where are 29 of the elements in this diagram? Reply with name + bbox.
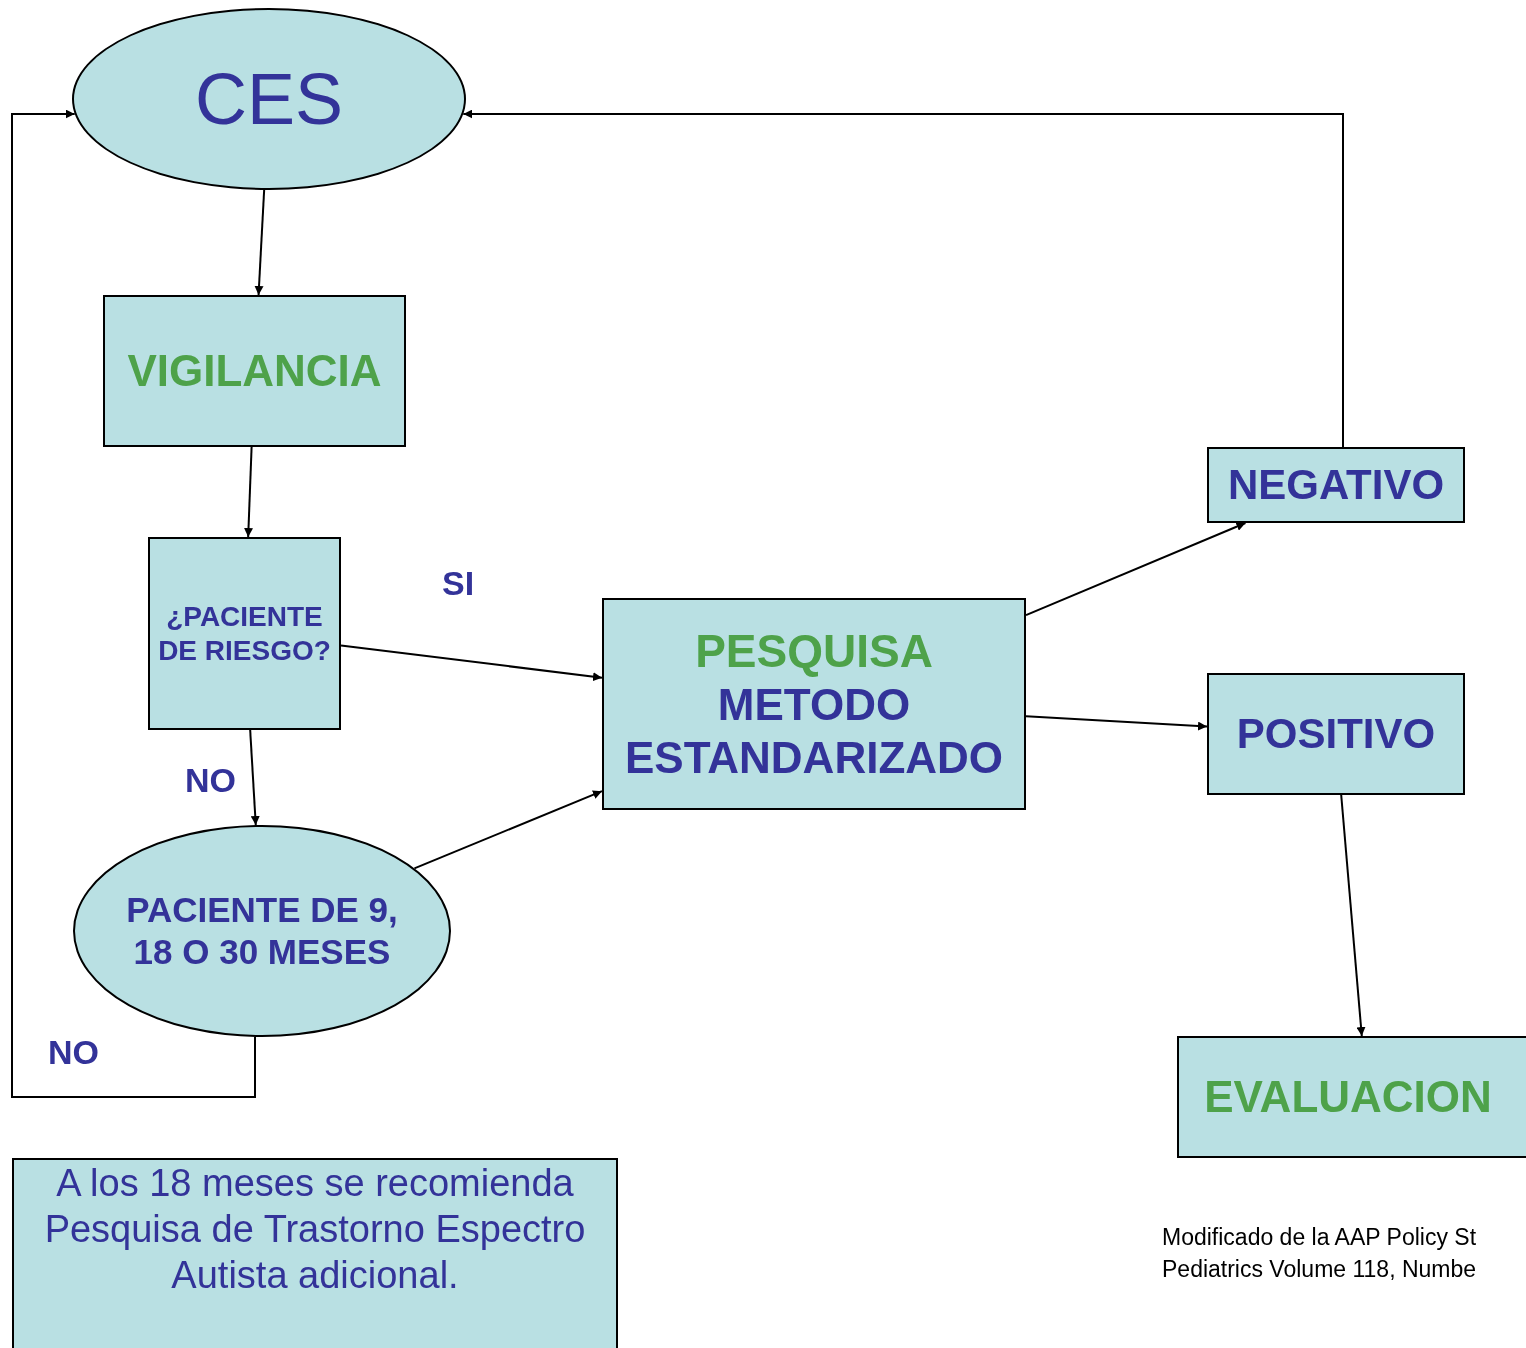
arrow	[1025, 715, 1208, 731]
node-text: METODO ESTANDARIZADO	[623, 678, 1005, 784]
arrow	[244, 446, 253, 538]
source-note: Pediatrics Volume 118, Numbe	[1162, 1255, 1477, 1284]
node-text: ¿PACIENTE DE RIESGO?	[157, 599, 332, 668]
decision-box	[148, 537, 341, 730]
process-box	[602, 598, 1026, 810]
arrow	[249, 729, 260, 827]
node-text: VIGILANCIA	[127, 344, 382, 397]
node-text: EVALUACION	[1204, 1070, 1492, 1123]
result-box	[1207, 447, 1465, 523]
source-note: Modificado de la AAP Policy St	[1162, 1223, 1477, 1252]
node-text: POSITIVO	[1236, 708, 1436, 759]
arrow	[1025, 522, 1247, 617]
node-text: A los 18 meses se recomienda Pesquisa de Trastorno Espectro Autista adicional.	[43, 1161, 587, 1298]
arrow	[340, 644, 603, 682]
result-box	[1207, 673, 1465, 795]
arrow	[11, 109, 256, 1098]
arrow	[1340, 794, 1366, 1037]
node-text: NEGATIVO	[1227, 459, 1445, 510]
arrow	[462, 109, 1344, 448]
node-text: PESQUISA	[695, 623, 933, 679]
arrow	[254, 188, 266, 296]
node-text: CES	[194, 57, 343, 141]
node-text: PACIENTE DE 9, 18 O 30 MESES	[125, 889, 399, 973]
process-box	[1177, 1036, 1526, 1158]
note-box	[12, 1158, 618, 1348]
arrow	[413, 790, 603, 870]
process-box	[103, 295, 406, 447]
